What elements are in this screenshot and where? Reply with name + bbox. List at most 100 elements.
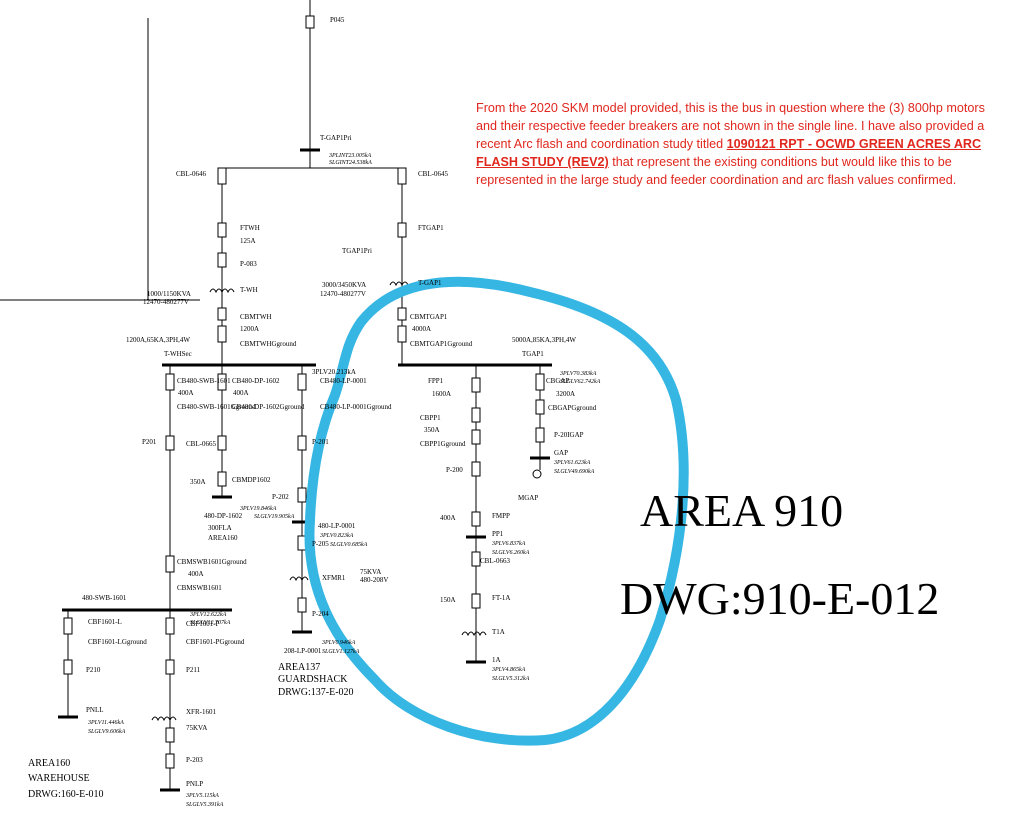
label-sc-pnlp2: SLGLV5.391kA bbox=[186, 802, 224, 808]
label-twh: T-WH bbox=[240, 286, 258, 294]
label-cbl0646: CBL-0646 bbox=[176, 170, 206, 178]
label-p211: P211 bbox=[186, 666, 201, 674]
label-3200a: 3200A bbox=[556, 390, 575, 398]
label-cbgap: CBGAP bbox=[546, 377, 569, 385]
label-fla: 300FLA bbox=[208, 524, 232, 532]
label-sc-swb2: SLGLV12.707kA bbox=[190, 620, 231, 626]
label-4000a: 4000A bbox=[412, 325, 431, 333]
label-cb480lp: CB480-LP-0001 bbox=[320, 377, 367, 385]
label-pnlp: PNLP bbox=[186, 780, 203, 788]
label-cbl0645: CBL-0645 bbox=[418, 170, 448, 178]
label-cbmtgap1: CBMTGAP1 bbox=[410, 313, 448, 321]
label-bus1a: 1A bbox=[492, 656, 501, 664]
label-480-208v: 480-208V bbox=[360, 576, 388, 584]
label-area137-2: GUARDSHACK bbox=[278, 674, 348, 685]
label-sc-1a1: 3PLV4.865kA bbox=[491, 666, 526, 673]
label-sc-tgap2: SLGLV62.742kA bbox=[560, 378, 601, 385]
label-sc-1a2: SLGLV5.312kA bbox=[492, 676, 530, 682]
label-xf-wh-v: 12470-480277V bbox=[143, 298, 189, 306]
note-text-before: From the 2020 SKM model provided, this i… bbox=[476, 101, 985, 151]
label-sc-lp-top: 3PLV20.213kA bbox=[312, 368, 356, 376]
label-pnll: PNLL bbox=[86, 706, 104, 714]
label-t1a: T1A bbox=[492, 628, 505, 636]
label-area137-3: DRWG:137-E-020 bbox=[278, 687, 354, 698]
label-sc-lp2: SLGLV0.685kA bbox=[330, 542, 368, 548]
label-sc-208a: 3PLV0.946kA bbox=[321, 639, 356, 646]
label-sc-pnlp1: 3PLV5.115kA bbox=[185, 793, 219, 799]
label-cbmswb: CBMSWB1601 bbox=[177, 584, 222, 592]
label-cb480dp: CB480-DP-1602 bbox=[232, 377, 280, 385]
label-area137-1: AREA137 bbox=[278, 662, 320, 673]
label-xf-gap-kva: 3000/3450KVA bbox=[322, 281, 366, 289]
label-twhsec: T-WHSec bbox=[164, 350, 192, 358]
label-area160-2: WAREHOUSE bbox=[28, 773, 90, 784]
label-350a-b: 350A bbox=[424, 426, 440, 434]
label-sc-gap2: SLGLV49.690kA bbox=[554, 468, 595, 475]
label-sc-dp2: SLGLV19.905kA bbox=[254, 514, 295, 520]
label-1600a: 1600A bbox=[432, 390, 451, 398]
label-cbl0665: CBL-0665 bbox=[186, 440, 216, 448]
label-sc-tgap1: 3PLV70.383kA bbox=[559, 371, 597, 377]
label-tgap1-rating: 5000A,85KA,3PH,4W bbox=[512, 336, 576, 344]
label-area160-small: AREA160 bbox=[208, 534, 238, 542]
label-350a: 350A bbox=[190, 478, 206, 486]
label-swb1601: 480-SWB-1601 bbox=[82, 594, 127, 602]
label-sc-lp1: 3PLV0.823kA bbox=[319, 533, 354, 539]
label-400a-3: 400A bbox=[188, 570, 204, 578]
label-lp0001: 480-LP-0001 bbox=[318, 522, 356, 530]
label-1200a: 1200A bbox=[240, 325, 259, 333]
label-gap: GAP bbox=[554, 449, 568, 457]
label-p2011: P-201 bbox=[312, 438, 329, 446]
label-cbpp1g: CBPP1Gground bbox=[420, 440, 466, 448]
red-annotation-note: From the 2020 SKM model provided, this i… bbox=[476, 99, 986, 189]
label-125a: 125A bbox=[240, 237, 256, 245]
label-150a: 150A bbox=[440, 596, 456, 604]
label-tgap1: T-GAP1 bbox=[418, 279, 442, 287]
label-cbf1601pg: CBF1601-PGground bbox=[186, 638, 245, 646]
label-cbl0663: CBL-0663 bbox=[480, 557, 510, 565]
label-tgap1-pri: T-GAP1Pri bbox=[320, 134, 352, 142]
label-ftwh: FTWH bbox=[240, 224, 260, 232]
label-p205: P-205 bbox=[312, 540, 329, 548]
label-cbmswbg: CBMSWB1601Gground bbox=[177, 558, 247, 566]
label-tgap1-bus: TGAP1 bbox=[522, 350, 544, 358]
label-xfr1601: XFR-1601 bbox=[186, 708, 216, 716]
label-cbmdp: CBMDP1602 bbox=[232, 476, 271, 484]
label-p203: P-203 bbox=[186, 756, 203, 764]
highlight-circle bbox=[304, 276, 689, 746]
label-cbf1601l: CBF1601-L bbox=[88, 618, 122, 626]
label-ftgap1: FTGAP1 bbox=[418, 224, 444, 232]
label-sc-pp2: SLGLV6.260kA bbox=[492, 550, 530, 556]
area-910-title: AREA 910 bbox=[640, 485, 843, 536]
label-xf-wh-kva: 1000/1150KVA bbox=[147, 290, 191, 298]
label-pp1: PP1 bbox=[492, 530, 504, 538]
label-int1: 3PLINT23.005kA bbox=[328, 153, 372, 159]
label-cbpp1: CBPP1 bbox=[420, 414, 441, 422]
label-p204: P-204 bbox=[312, 610, 329, 618]
label-sc-pnll1: 3PLV11.446kA bbox=[87, 719, 124, 726]
label-cbmtwh: CBMTWH bbox=[240, 313, 272, 321]
label-cbgapg: CBGAPGground bbox=[548, 404, 597, 412]
label-sc-swb1: 3PLV12.622kA bbox=[189, 612, 227, 618]
label-400a-2: 400A bbox=[233, 389, 249, 397]
label-sc-pp1: 3PLV6.837kA bbox=[491, 541, 526, 547]
label-twhsec-rating: 1200A,65KA,3PH,4W bbox=[126, 336, 190, 344]
label-sc-gap1: 3PLV61.623kA bbox=[553, 460, 591, 466]
label-sc-pnll2: SLGLV9.606kA bbox=[88, 729, 126, 735]
label-xfmr1: XFMR1 bbox=[322, 574, 346, 582]
label-cb480dpg: CB480-DP-1602Gground bbox=[232, 403, 305, 411]
label-cbmtwhg: CBMTWHGground bbox=[240, 340, 297, 348]
label-75kva-b: 75KVA bbox=[186, 724, 207, 732]
label-p045: P045 bbox=[330, 16, 345, 24]
label-fmpp: FMPP bbox=[492, 512, 510, 520]
label-p202: P-202 bbox=[272, 493, 289, 501]
label-cb480lpg: CB480-LP-0001Gground bbox=[320, 403, 392, 411]
note-text-after: that represent the existing conditions b… bbox=[476, 155, 957, 187]
label-area160-3: DRWG:160-E-010 bbox=[28, 789, 104, 800]
label-lp208: 208-LP-0001 bbox=[284, 647, 322, 655]
label-p200: P-200 bbox=[446, 466, 463, 474]
label-p210: P210 bbox=[86, 666, 101, 674]
label-400a-4: 400A bbox=[440, 514, 456, 522]
label-mgap: MGAP bbox=[518, 494, 538, 502]
